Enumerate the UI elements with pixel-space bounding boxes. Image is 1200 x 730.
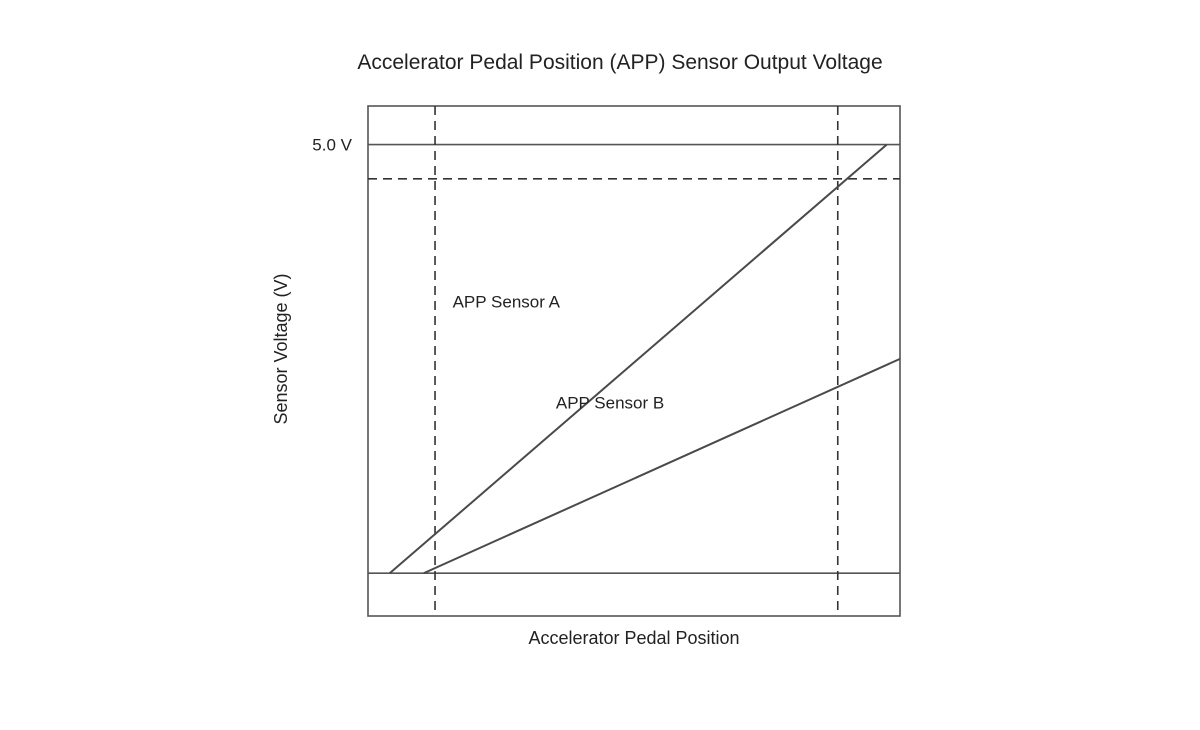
series-lines (389, 143, 901, 575)
plot-frame (367, 105, 901, 617)
reference-lines (368, 106, 900, 616)
y-ticks: 5.0 V (312, 136, 352, 155)
y-tick-label-0: 5.0 V (312, 136, 352, 155)
series-annotations: APP Sensor A APP Sensor B (453, 292, 665, 412)
series-line-app-sensor-b (423, 357, 901, 575)
series-annotation-app-sensor-b: APP Sensor B (556, 394, 664, 413)
x-axis-label: Accelerator Pedal Position (528, 628, 739, 648)
series-annotation-app-sensor-a: APP Sensor A (453, 292, 561, 311)
series-line-app-sensor-a (389, 143, 888, 574)
y-axis-label: Sensor Voltage (V) (271, 273, 291, 424)
chart-title: Accelerator Pedal Position (APP) Sensor … (357, 51, 882, 74)
